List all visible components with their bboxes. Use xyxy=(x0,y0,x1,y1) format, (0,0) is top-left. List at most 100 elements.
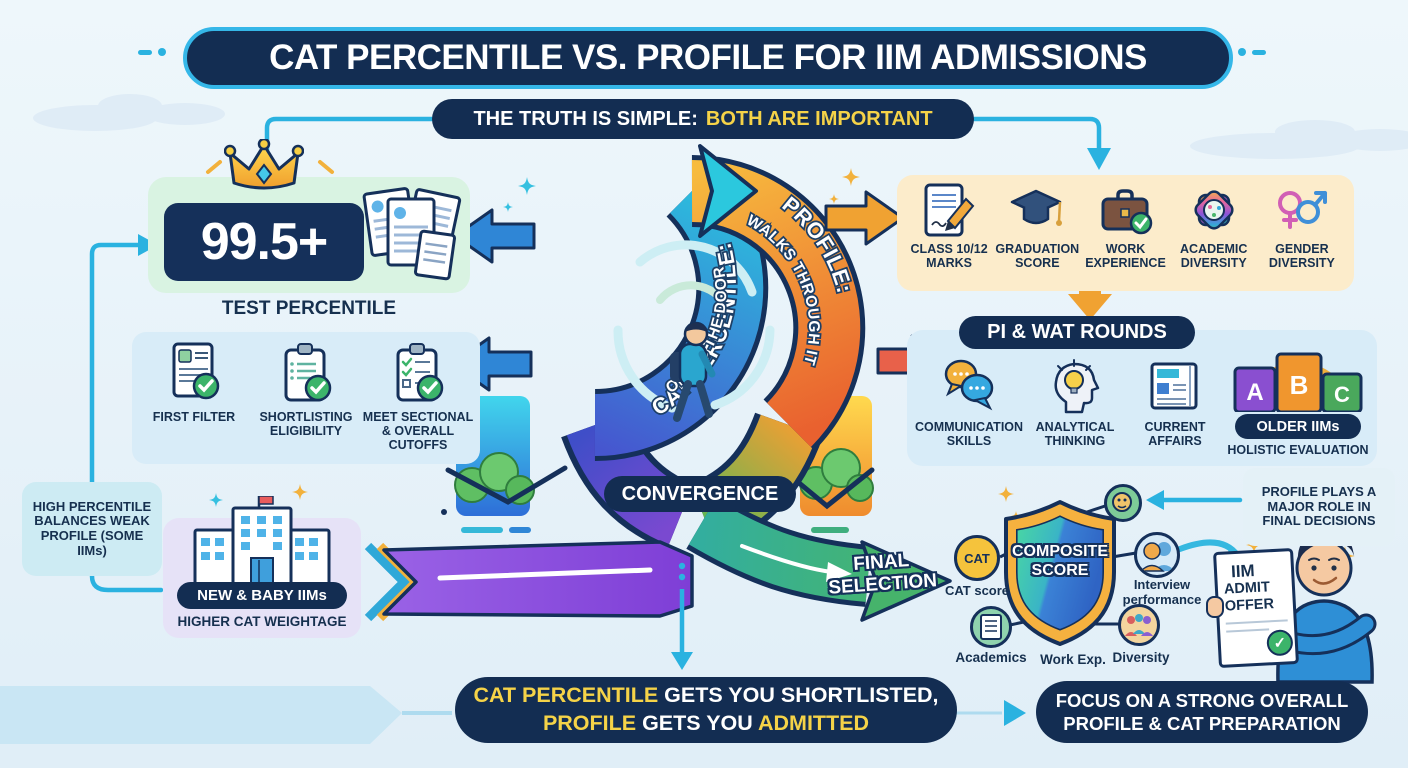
older-iims-pill: OLDER IIMs xyxy=(1235,414,1361,439)
holding-hand xyxy=(1206,596,1224,618)
purple-arrow xyxy=(364,540,694,622)
admit-man-illustration xyxy=(1263,529,1377,684)
diversity-circle xyxy=(1118,604,1160,646)
pi-wat-title: PI & WAT ROUNDS xyxy=(987,321,1167,343)
graduation-cap-icon xyxy=(1011,189,1063,226)
new-baby-iims-card: NEW & BABY IIMs HIGHER CAT WEIGHTAGE xyxy=(163,496,361,638)
test-percentile-label: TEST PERCENTILE xyxy=(221,298,397,319)
pi-wat-card: PI & WAT ROUNDS COMMUNICATION SKILLS ANA… xyxy=(907,316,1377,466)
banner-hl1: CAT PERCENTILE xyxy=(473,683,659,708)
connector-lines xyxy=(89,116,1102,593)
admit-offer-paper: IIM ADMIT OFFER ✓ xyxy=(1213,547,1299,669)
banner-rest1: GETS YOU SHORTLISTED, xyxy=(658,683,939,708)
factor-label: GRADUATION SCORE xyxy=(995,242,1080,271)
banner-mid2: GETS YOU xyxy=(636,711,758,735)
final-selection-arrow xyxy=(686,495,952,622)
subtitle-highlight: BOTH ARE IMPORTANT xyxy=(705,107,933,130)
head-lightbulb-icon xyxy=(1054,359,1100,414)
filter-item-label: FIRST FILTER xyxy=(152,410,236,424)
shield-icon xyxy=(1004,500,1116,646)
head-gears-icon xyxy=(1112,492,1132,512)
factor-label: GENDER DIVERSITY xyxy=(1268,242,1335,271)
document-check-icon xyxy=(172,342,220,400)
evaluation-head-circle xyxy=(1104,484,1142,522)
filter-item-label: MEET SECTIONAL & OVERALL CUTOFFS xyxy=(362,410,474,453)
page-title: CAT PERCENTILE VS. PROFILE FOR IIM ADMIS… xyxy=(183,27,1233,89)
profile-factors-card: CLASS 10/12 MARKS GRADUATION SCORE WORK … xyxy=(897,175,1354,291)
factor-label: WORK EXPERIENCE xyxy=(1085,242,1166,271)
banner-hl2: PROFILE xyxy=(542,711,637,735)
high-percentile-callout: HIGH PERCENTILE BALANCES WEAK PROFILE (S… xyxy=(22,482,162,576)
subtitle-prefix: THE TRUTH IS SIMPLE: xyxy=(473,107,698,130)
abc-blocks-icon: A B C xyxy=(1233,352,1363,412)
pi-wat-item: CURRENT AFFAIRS xyxy=(1129,356,1221,448)
new-iims-pill-text: NEW & BABY IIMs xyxy=(197,587,327,604)
down-arrowhead-icon xyxy=(1087,148,1111,170)
documents-stack-icon xyxy=(362,187,462,281)
academics-circle xyxy=(970,606,1012,648)
score-badge: 99.5+ xyxy=(164,203,364,281)
arrow-left-top-icon xyxy=(453,208,536,264)
pi-wat-item-label: ANALYTICAL THINKING xyxy=(1035,420,1115,449)
speech-bubbles-icon xyxy=(944,359,994,411)
focus-banner-text: FOCUS ON A STRONG OVERALL PROFILE & CAT … xyxy=(1055,689,1349,734)
factor-label: CLASS 10/12 MARKS xyxy=(910,242,988,271)
bottom-band-arrow xyxy=(0,686,1002,744)
crown-icon xyxy=(224,139,304,190)
gender-symbols-icon xyxy=(1277,191,1327,229)
composite-shield: COMPOSITE SCORE xyxy=(998,498,1122,648)
academics-doc-icon xyxy=(980,614,1002,640)
cat-badge: CAT xyxy=(964,550,990,566)
factor-item: WORK EXPERIENCE xyxy=(1081,183,1169,283)
ground-dashes xyxy=(441,509,849,533)
cloud-decor xyxy=(33,94,1408,159)
factor-label: ACADEMIC DIVERSITY xyxy=(1180,242,1248,271)
filter-item: MEET SECTIONAL & OVERALL CUTOFFS xyxy=(362,342,474,454)
interview-circle xyxy=(1134,532,1180,578)
admit-check-icon: ✓ xyxy=(1266,629,1294,657)
block-letter-c: C xyxy=(1334,382,1350,407)
factor-item: GRADUATION SCORE xyxy=(993,183,1081,283)
clipboard-check-icon xyxy=(284,343,332,402)
new-iims-caption: HIGHER CAT WEIGHTAGE xyxy=(177,614,347,629)
convergence-pill: CONVERGENCE xyxy=(604,476,796,512)
banner-hl3: ADMITTED xyxy=(757,711,870,735)
filters-card: FIRST FILTER SHORTLISTING ELIGIBILITY ME… xyxy=(132,332,480,464)
admit-line3: OFFER xyxy=(1224,595,1275,615)
swirl-decor xyxy=(613,240,775,413)
cat-score-circle: CAT xyxy=(954,535,1000,581)
document-pencil-icon xyxy=(924,183,975,237)
convergence-down-arrow xyxy=(671,562,693,670)
factor-item: ACADEMIC DIVERSITY xyxy=(1170,183,1258,283)
diversity-people-icon xyxy=(1125,614,1153,636)
academics-label: Academics xyxy=(955,650,1027,665)
ground-lines xyxy=(445,465,875,510)
focus-banner: FOCUS ON A STRONG OVERALL PROFILE & CAT … xyxy=(1036,681,1368,743)
convergence-text: CONVERGENCE xyxy=(621,482,779,505)
pi-wat-item-label: CURRENT AFFAIRS xyxy=(1144,420,1206,449)
older-iims-pill-text: OLDER IIMs xyxy=(1256,418,1340,435)
left-arrowhead-icon xyxy=(1146,490,1164,510)
bottom-banner-line2: PROFILE GETS YOU ADMITTED xyxy=(543,710,869,738)
cat-score-label: CAT score xyxy=(944,583,1010,598)
interview-people-icon xyxy=(1139,542,1175,572)
subtitle-banner: THE TRUTH IS SIMPLE: BOTH ARE IMPORTANT xyxy=(432,99,974,139)
callout-text: HIGH PERCENTILE BALANCES WEAK PROFILE (S… xyxy=(32,498,152,558)
new-iims-pill: NEW & BABY IIMs xyxy=(177,582,347,609)
diversity-label: Diversity xyxy=(1112,650,1170,665)
shield-line1: COMPOSITE xyxy=(1011,543,1108,560)
pi-wat-title-pill: PI & WAT ROUNDS xyxy=(959,316,1195,349)
filter-item-label: SHORTLISTING ELIGIBILITY xyxy=(259,410,353,439)
older-iims-caption: HOLISTIC EVALUATION xyxy=(1227,443,1369,457)
factor-item: CLASS 10/12 MARKS xyxy=(905,183,993,283)
block-letter-b: B xyxy=(1290,370,1309,400)
loop-top-arrowhead-icon xyxy=(698,144,758,238)
bottom-banner-line1: CAT PERCENTILE GETS YOU SHORTLISTED, xyxy=(473,682,938,710)
interview-label: Interview performance xyxy=(1122,577,1202,607)
percentile-value: 99.5+ xyxy=(200,213,329,271)
walking-person-icon xyxy=(670,321,716,422)
newspaper-icon xyxy=(1150,362,1198,410)
pi-wat-item: ANALYTICAL THINKING xyxy=(1025,356,1125,448)
block-letter-a: A xyxy=(1246,379,1263,406)
